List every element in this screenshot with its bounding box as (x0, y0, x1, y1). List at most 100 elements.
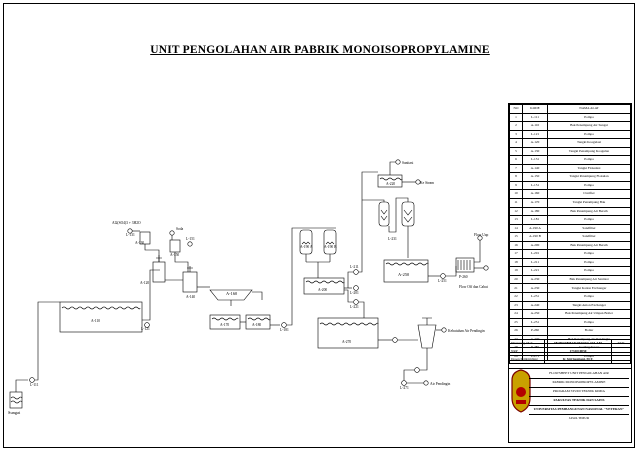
basin-a200 (303, 277, 345, 295)
legend-cell: Pompa (547, 257, 631, 268)
legend-cell: L-221 (522, 266, 548, 276)
legend-cell: 12 (509, 206, 523, 217)
pump-l201 (353, 285, 359, 291)
label-a140: A-140 (186, 295, 195, 299)
legend-cell: Pompa (547, 155, 631, 165)
label-a190a: A-190 A (300, 245, 313, 249)
boiler-p260 (455, 257, 475, 273)
legend-cell: L-151 (522, 180, 548, 191)
legend-cell: 23 (509, 300, 523, 311)
legend-cell: A-130 (522, 146, 548, 157)
clarifier-a160 (209, 289, 253, 301)
legend-cell: 26 (509, 326, 523, 336)
label-l121: L-121 (141, 327, 150, 331)
air-pendingin-outlet (423, 380, 429, 386)
legend-cell: Tangki Anion Exchanger (547, 300, 631, 311)
label-l181: L-181 (280, 328, 289, 332)
legend-cell: A-120 (522, 138, 548, 148)
label-a230: L-231 (388, 237, 397, 241)
pump-l231-top (395, 159, 401, 165)
label-a120: A-120 (140, 281, 149, 285)
legend-cell: 24 (509, 309, 523, 319)
sandfilter-a190a (299, 229, 313, 255)
legend-cell: 22 (509, 292, 523, 302)
legend-cell: Bak Penampung Air Bersih (547, 240, 631, 251)
label-l211: L-211 (350, 265, 359, 269)
inst-line-5: UNIVERSITAS PEMBANGUNAN NASIONAL "VETERA… (529, 405, 629, 415)
label-alum: Al2(SO4)3 + 3H2O (112, 221, 141, 225)
legend-cell: 8 (509, 172, 523, 182)
legend-cell: Pompa (547, 249, 631, 259)
label-soda: Soda (176, 227, 184, 231)
legend-cell: 5 (509, 146, 523, 157)
legend-cell: Clarifier (547, 189, 631, 199)
legend-cell: 19 (509, 266, 523, 276)
river-intake (9, 391, 23, 409)
legend-cell: Pompa (547, 180, 631, 191)
legend-header: NO KODE NAMA ALAT (509, 104, 631, 114)
legend-cell: 18 (509, 257, 523, 268)
pump-l271 (392, 337, 398, 343)
legend-cell: Sandfilter (547, 232, 631, 242)
inst-line-2: PABRIK MONOISOPROPYLAMINE (529, 378, 629, 388)
label-air-pendingin: Air Pendingin (430, 382, 450, 386)
drawing-frame (3, 3, 635, 448)
legend-cell: L-231 (522, 292, 548, 302)
legend-cell: Bak Penampung Air Bersih (547, 206, 631, 217)
legend-cell: Bak Penampung Air Sungai (547, 121, 631, 131)
basin-a110 (59, 301, 143, 333)
legend-cell: 25 (509, 317, 523, 328)
legend-cell: L-201 (522, 249, 548, 259)
legend-cell: Pompa (547, 129, 631, 140)
label-l251: L-251 (438, 279, 447, 283)
label-a180: A-180 (252, 323, 261, 327)
pump-l121 (144, 322, 150, 328)
label-l111: L-111 (30, 383, 39, 387)
legend-cell: A-190 B (522, 232, 548, 242)
tank-a120 (152, 261, 166, 283)
legend-cell: 11 (509, 198, 523, 208)
label-cond: Flow Off dan Cabut (459, 285, 488, 289)
legend-cell: A-200 (522, 240, 548, 251)
label-p260: P-260 (459, 275, 468, 279)
legend-cell: 10 (509, 189, 523, 199)
label-a250: A-250 (398, 272, 410, 277)
legend-cell: 7 (509, 163, 523, 174)
label-ke-cooler: Kebutuhan Air Pendingin (448, 329, 485, 333)
legend-cell: A-140 (522, 163, 548, 174)
label-a170: A-170 (220, 323, 229, 327)
legend-cell: A-250 (522, 309, 548, 319)
inst-line-3: PROGRAM STUDI TEKNIK KIMIA (529, 387, 629, 397)
legend-cell: Pompa (547, 215, 631, 225)
inst-line-4: FAKULTAS TEKNIK DAN SAINS (529, 396, 629, 406)
legend-cell: A-190 A (522, 223, 548, 234)
legend-cell: A-180 (522, 206, 548, 217)
legend-cell: 14 (509, 223, 523, 234)
label-kesteam: Ke Steam (420, 181, 434, 185)
cooling-tower-p280 (417, 324, 437, 349)
legend-cell: Tangki Penampung Koagulan (547, 146, 631, 157)
steam-outlet (477, 235, 483, 241)
legend-cell: Boiler (547, 326, 631, 336)
legend-cell: Pompa (547, 292, 631, 302)
label-a200: A-200 (318, 288, 327, 292)
legend-cell: L-121 (522, 129, 548, 140)
label-a110: A-110 (91, 319, 100, 323)
label-l201: L-201 (350, 291, 359, 295)
legend-cell: 21 (509, 283, 523, 294)
